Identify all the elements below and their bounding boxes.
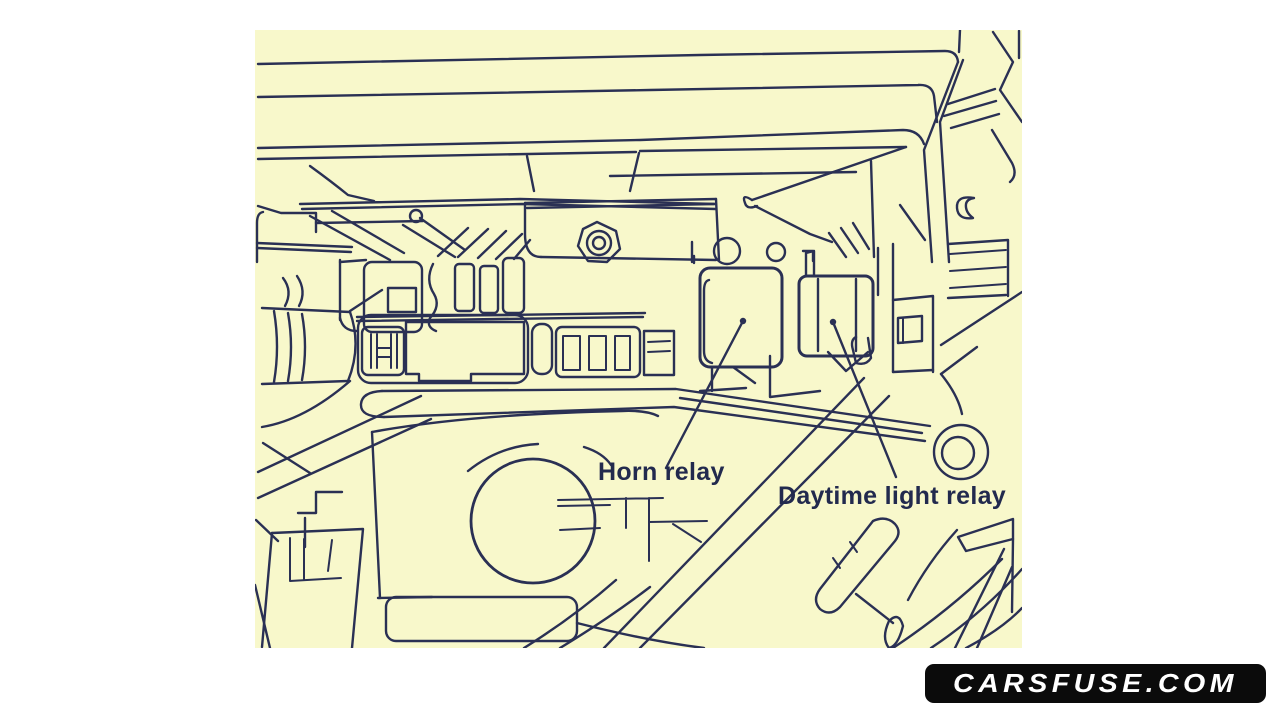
watermark-text: CARSFUSE.COM [953,668,1238,698]
daytime-light-relay-label: Daytime light relay [778,482,1007,510]
daytime-relay-leader-line [831,320,898,479]
horn-relay-leader-line [664,319,745,470]
watermark-badge: CARSFUSE.COM [925,664,1266,703]
horn-relay-label: Horn relay [598,458,725,486]
line-art [255,30,1022,648]
leader-lines [664,317,898,479]
